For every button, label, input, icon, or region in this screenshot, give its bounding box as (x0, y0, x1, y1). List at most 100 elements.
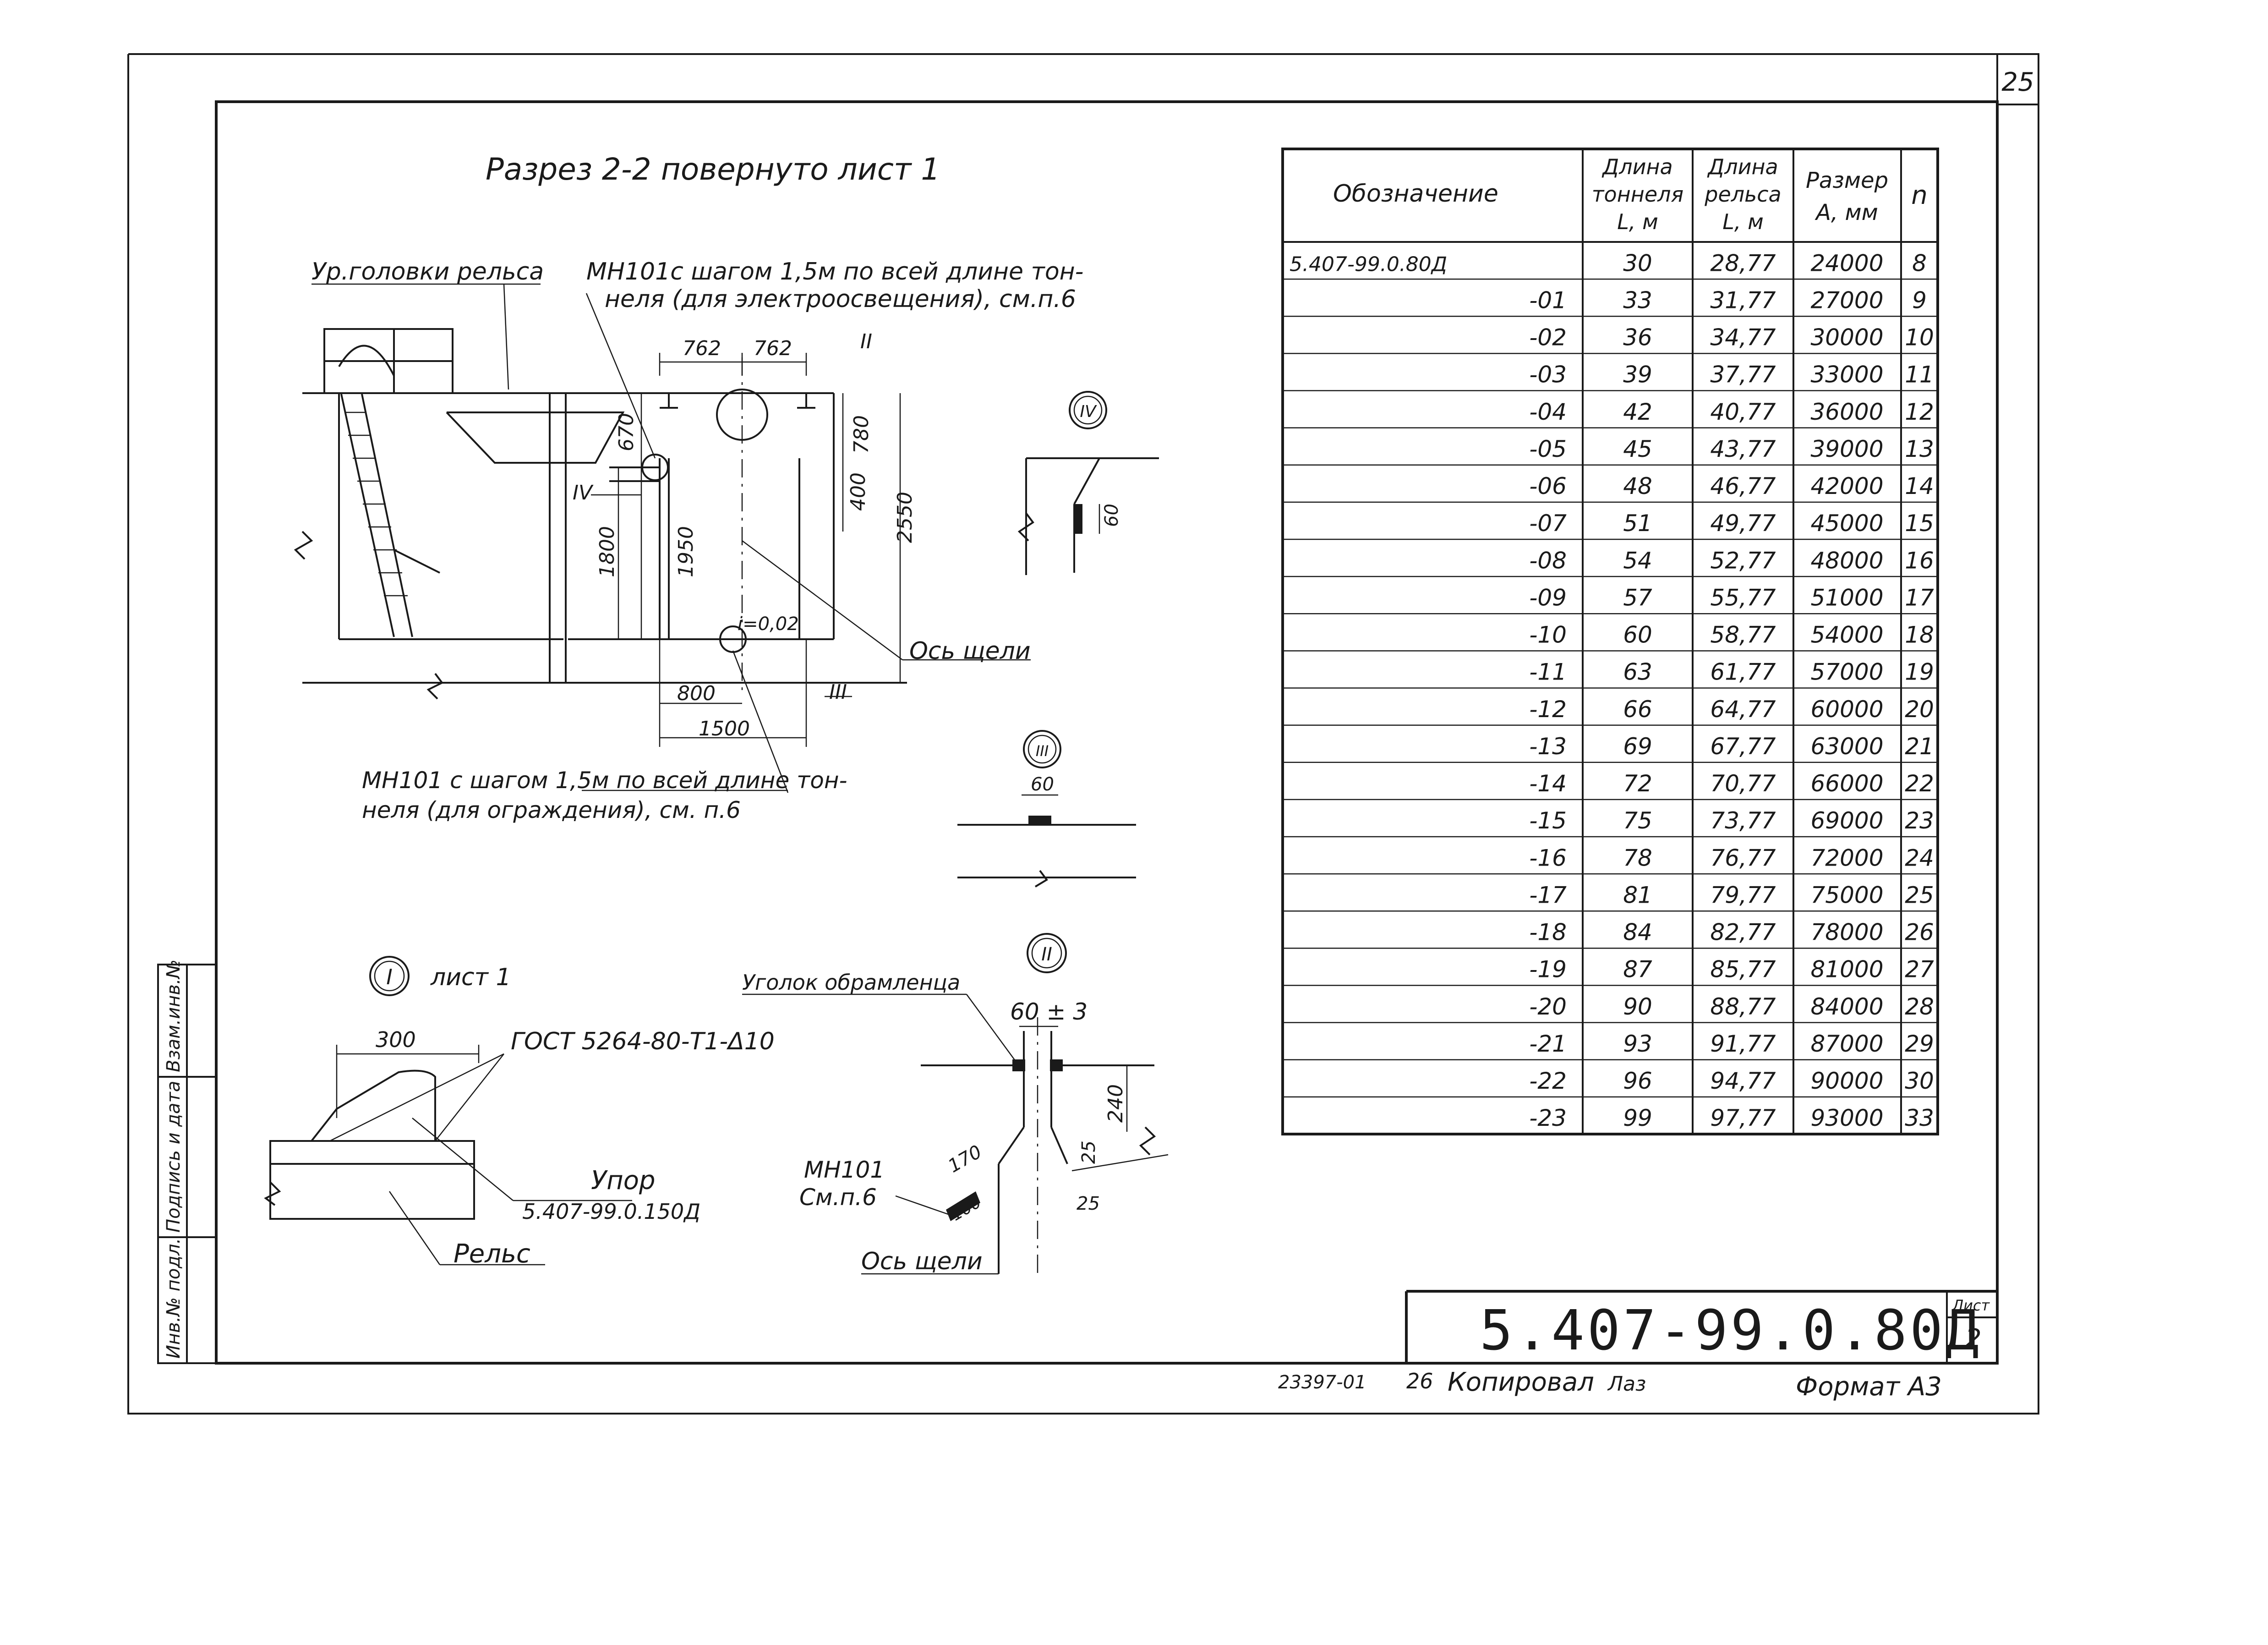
table-header-n: n (1911, 181, 1928, 210)
table-cell-rail-length: 64,77 (1710, 696, 1776, 723)
stop-label: Упор (591, 1166, 656, 1195)
table-cell-size-a: 81000 (1810, 956, 1883, 983)
angle-frame-label: Уголок обрамленца (742, 970, 960, 995)
table-cell-designation: -15 (1529, 807, 1567, 834)
table-cell-rail-length: 58,77 (1710, 622, 1776, 648)
table-cell-n: 14 (1905, 473, 1934, 499)
dim-800: 800 (677, 682, 716, 705)
table-cell-tunnel-length: 66 (1623, 696, 1652, 723)
table-cell-rail-length: 67,77 (1710, 733, 1776, 760)
paper-format: Формат А3 (1796, 1372, 1942, 1402)
dim-1500: 1500 (699, 717, 750, 740)
table-cell-size-a: 48000 (1810, 547, 1883, 574)
mark-II: II (860, 330, 872, 353)
table-cell-n: 27 (1905, 956, 1934, 983)
side-stamp: Инв.№ подл. Подпись и дата Взам.инв.№ (157, 960, 217, 1364)
table-cell-designation: -21 (1529, 1031, 1567, 1057)
table-cell-rail-length: 37,77 (1710, 362, 1776, 388)
detail-II-mark: II (1041, 944, 1052, 965)
table-cell-designation: -07 (1529, 510, 1567, 537)
dim-780: 780 (850, 415, 873, 454)
table-cell-rail-length: 94,77 (1710, 1068, 1776, 1094)
table-cell-tunnel-length: 87 (1623, 956, 1652, 983)
table-cell-designation: -03 (1529, 362, 1567, 388)
detail-IV-dim-60: 60 (1101, 504, 1122, 527)
slot-axis-label: Ось щели (909, 637, 1031, 665)
table-cell-designation: -04 (1529, 399, 1567, 425)
detail-IV-mark: IV (1080, 402, 1097, 421)
detail-I-dim-300: 300 (376, 1027, 416, 1052)
detail-IV: IV 60 (1017, 391, 1159, 575)
table-cell-size-a: 33000 (1810, 362, 1883, 388)
table-cell-rail-length: 76,77 (1710, 844, 1776, 871)
table-cell-rail-length: 31,77 (1710, 287, 1776, 313)
mn101-fence-label-2: неля (для ограждения), см. п.6 (362, 797, 741, 823)
mn101-label: МН101 (804, 1157, 885, 1183)
table-cell-tunnel-length: 99 (1623, 1105, 1652, 1131)
table-cell-n: 23 (1905, 807, 1934, 834)
table-cell-designation: -14 (1529, 770, 1567, 797)
table-cell-designation: -12 (1529, 696, 1567, 723)
section-title: Разрез 2-2 повернуто лист 1 (486, 152, 940, 187)
table-cell-tunnel-length: 36 (1623, 324, 1652, 351)
table-cell-n: 20 (1905, 696, 1934, 723)
table-cell-size-a: 57000 (1810, 659, 1883, 685)
table-cell-size-a: 84000 (1810, 993, 1883, 1020)
table-cell-rail-length: 70,77 (1710, 770, 1776, 797)
table-cell-n: 16 (1905, 547, 1934, 574)
detail-I-sheet: лист 1 (430, 964, 511, 991)
table-cell-n: 33 (1905, 1105, 1934, 1131)
table-cell-designation: -22 (1529, 1068, 1567, 1094)
table-cell-size-a: 30000 (1810, 324, 1883, 351)
table-cell-n: 26 (1905, 919, 1934, 946)
table-cell-n: 10 (1905, 324, 1934, 351)
detail-II-dim-170: 170 (945, 1141, 985, 1177)
table-cell-rail-length: 55,77 (1710, 584, 1776, 611)
stamp-signature-date: Подпись и дата (163, 1081, 184, 1233)
table-cell-n: 9 (1912, 287, 1927, 313)
detail-II-dim-25-vert: 25 (1078, 1141, 1099, 1164)
copied-by: Копировал (1448, 1367, 1594, 1397)
table-cell-rail-length: 82,77 (1710, 919, 1776, 946)
table-cell-tunnel-length: 48 (1623, 473, 1652, 499)
dim-2550: 2550 (893, 492, 917, 543)
footer: 23397-01 26 Копировал Лаз Формат А3 (1278, 1367, 1942, 1402)
table-cell-size-a: 51000 (1810, 584, 1883, 611)
table-cell-size-a: 24000 (1810, 250, 1883, 276)
table-cell-n: 22 (1905, 770, 1934, 797)
table-cell-rail-length: 52,77 (1710, 547, 1776, 574)
table-cell-tunnel-length: 57 (1623, 584, 1652, 611)
gost-weld-label: ГОСТ 5264-80-Т1-Δ10 (511, 1028, 775, 1055)
table-cell-designation: -13 (1529, 733, 1567, 760)
table-cell-rail-length: 88,77 (1710, 993, 1776, 1020)
table-cell-n: 11 (1905, 362, 1934, 388)
table-cell-rail-length: 61,77 (1710, 659, 1776, 685)
detail-II-dim-240: 240 (1104, 1084, 1127, 1123)
table-cell-rail-length: 49,77 (1710, 510, 1776, 537)
stop-doc-label: 5.407-99.0.150Д (522, 1199, 700, 1224)
table-cell-designation: -05 (1529, 436, 1567, 462)
copier-signature: Лаз (1607, 1372, 1646, 1396)
mark-III: III (829, 680, 847, 704)
table-cell-size-a: 54000 (1810, 622, 1883, 648)
table-cell-designation: -17 (1529, 882, 1567, 908)
table-cell-n: 12 (1905, 399, 1934, 425)
